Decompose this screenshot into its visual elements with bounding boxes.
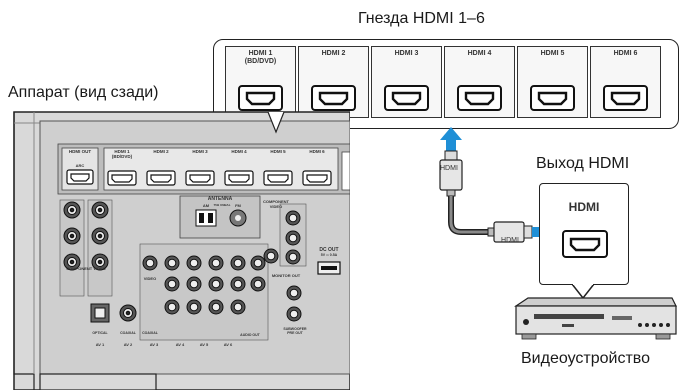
hdmi-jacks-zoom-panel: HDMI 1(BD/DVD) HDMI 2 HDMI 3 HDMI 4 HDMI… [213, 39, 679, 129]
panel-label-component-video-right: COMPONENT VIDEO [263, 199, 289, 209]
panel-label-av6: AV 6 [223, 342, 233, 347]
panel-label-av1: AV 1 [95, 342, 105, 347]
panel-label-optical: OPTICAL [92, 331, 108, 335]
panel-label-dc-out: DC OUT [319, 247, 339, 253]
panel-label-monitor-out: MONITOR OUT [271, 273, 301, 278]
unit-rear-label: Аппарат (вид сзади) [8, 84, 159, 101]
zoom-port-label: HDMI 3 [394, 50, 419, 57]
hdmi-port-icon [238, 85, 283, 111]
av-audio-jacks [139, 243, 269, 341]
monitor-out-jacks [263, 203, 307, 322]
hdmi-port-icon [384, 85, 429, 111]
antenna-terminals [179, 195, 261, 239]
zoom-port-label: HDMI 6 [613, 50, 638, 57]
zoom-port-label: HDMI 5 [540, 50, 565, 57]
hdmi-port-icon [457, 85, 502, 111]
chassis-foot [39, 373, 157, 390]
panel-label-hdmi-out: HDMI OUT [68, 149, 92, 154]
panel-label-av3: AV 3 [149, 342, 159, 347]
device-port-label: HDMI [568, 200, 600, 214]
zoom-port-hdmi-1: HDMI 1(BD/DVD) [225, 46, 296, 118]
panel-label-hdmi4: HDMI 4 [231, 149, 247, 154]
receiver-rear-panel [13, 111, 350, 390]
panel-label-av5: AV 5 [199, 342, 209, 347]
hdmi-out-label: Выход HDMI [536, 155, 630, 172]
panel-label-coaxial-2: COAXIAL [142, 331, 158, 335]
panel-label-av4: AV 4 [175, 342, 185, 347]
panel-label-audio-out: AUDIO OUT [240, 333, 260, 337]
zoom-port-hdmi-6: HDMI 6 [590, 46, 661, 118]
panel-label-arc: ARC [75, 163, 85, 168]
device-hdmi-port-box: HDMI [539, 183, 629, 285]
panel-label-hdmi6: HDMI 6 [309, 149, 325, 154]
panel-hdmi-out [61, 147, 99, 191]
zoom-port-hdmi-4: HDMI 4 [444, 46, 515, 118]
panel-label-dc-out-sub: 5V ⎓ 0.5A [320, 253, 338, 257]
panel-label-hdmi3: HDMI 3 [192, 149, 208, 154]
panel-label-hdmi1: HDMI 1(BD/DVD) [111, 149, 133, 159]
panel-label-av2: AV 2 [123, 342, 133, 347]
hdmi-port-icon [530, 85, 575, 111]
cable-tag-right: HDMI [501, 237, 519, 244]
panel-hdmi-inputs [103, 147, 339, 191]
zoom-port-hdmi-5: HDMI 5 [517, 46, 588, 118]
jacks-title: Гнезда HDMI 1–6 [358, 10, 485, 27]
arrow-up-icon [440, 127, 462, 151]
panel-label-subwoofer-pre-out: SUBWOOFER PRE OUT [283, 327, 307, 335]
zoom-port-hdmi-2: HDMI 2 [298, 46, 369, 118]
zoom-port-hdmi-3: HDMI 3 [371, 46, 442, 118]
component-video-jacks [59, 199, 113, 297]
zoom-port-label: HDMI 1(BD/DVD) [244, 50, 277, 65]
hdmi-port-icon [311, 85, 356, 111]
panel-label-component-video: COMPONENT VIDEO [66, 266, 106, 271]
panel-label-hdmi5: HDMI 5 [270, 149, 286, 154]
panel-label-coaxial: COAXIAL [120, 331, 136, 335]
panel-label-video: VIDEO [143, 276, 157, 281]
dc-out-port [317, 261, 341, 275]
zoom-port-label: HDMI 4 [467, 50, 492, 57]
zoom-port-label: HDMI 2 [321, 50, 346, 57]
panel-label-unbal: 75Ω UNBAL [213, 203, 231, 207]
panel-label-antenna: ANTENNA [207, 196, 233, 202]
hdmi-cable [439, 127, 555, 243]
video-player-icon [514, 297, 677, 340]
panel-label-hdmi2: HDMI 2 [153, 149, 169, 154]
hdmi-port-icon [562, 230, 608, 258]
hdmi-port-icon [603, 85, 648, 111]
panel-label-fm: FM [235, 203, 241, 208]
cable-tag-top: HDMI [440, 165, 458, 172]
panel-label-am: AM [202, 203, 210, 208]
video-device-label: Видеоустройство [521, 350, 650, 367]
